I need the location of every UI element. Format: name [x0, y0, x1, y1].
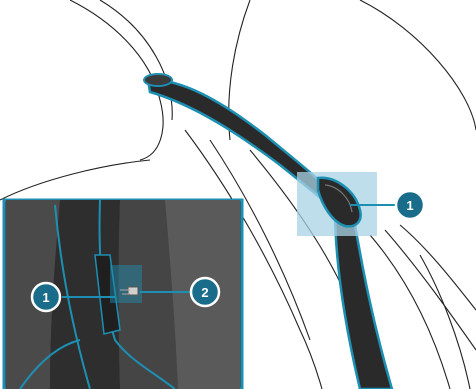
callout-badge-inset-right: 2	[191, 278, 219, 306]
callout-badge-inset-left: 1	[32, 283, 60, 311]
callout-label-inset-left: 1	[42, 290, 49, 305]
callout-label-inset-right: 2	[201, 285, 208, 300]
callout-badge-main: 1	[396, 191, 424, 219]
callout-label-main: 1	[406, 198, 413, 213]
